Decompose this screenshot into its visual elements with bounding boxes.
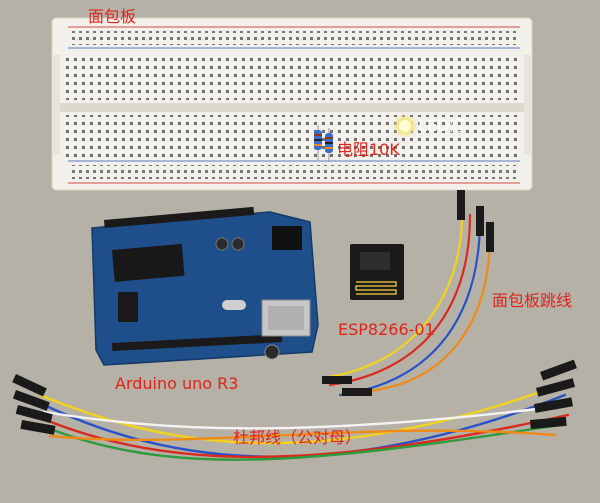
label-dupont-wires: 杜邦线（公对母） xyxy=(233,428,362,447)
esp8266-01-module xyxy=(350,244,404,300)
led xyxy=(393,114,417,138)
label-breadboard: 面包板 xyxy=(88,7,137,26)
label-arduino: Arduino uno R3 xyxy=(115,374,239,393)
label-esp8266: ESP8266-01 xyxy=(338,320,435,339)
dupont-wires-male-female xyxy=(12,359,577,461)
breadboard-jumper-wires xyxy=(320,190,494,397)
resistor-10k xyxy=(314,125,333,162)
breadboard xyxy=(51,17,533,191)
label-resistor: 电阻10K xyxy=(337,140,400,159)
label-breadboard-jumpers: 面包板跳线 xyxy=(492,291,573,310)
label-led: LED灯 xyxy=(418,116,466,135)
arduino-uno-board xyxy=(91,206,319,366)
